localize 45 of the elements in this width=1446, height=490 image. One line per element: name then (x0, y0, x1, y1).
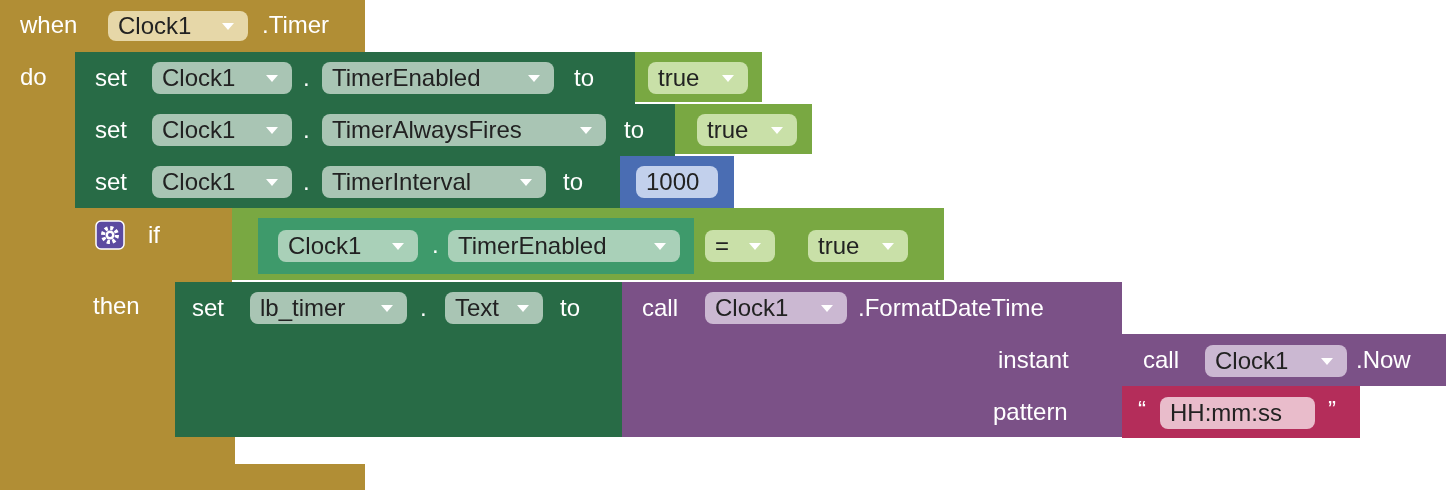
dropdown-field: TimerEnabled (448, 230, 680, 262)
keyword-label: set (95, 168, 127, 196)
keyword-label: . (303, 116, 310, 144)
keyword-label: call (1143, 346, 1179, 374)
dropdown-field: Clock1 (152, 114, 292, 146)
dropdown-field: Clock1 (152, 62, 292, 94)
dropdown-field: Clock1 (705, 292, 847, 324)
keyword-label: if (148, 221, 160, 249)
keyword-label: set (95, 116, 127, 144)
dropdown-field: lb_timer (250, 292, 407, 324)
dropdown-field: TimerAlwaysFires (322, 114, 606, 146)
dropdown-field: Text (445, 292, 543, 324)
keyword-label: set (192, 294, 224, 322)
keyword-label: . (432, 231, 439, 259)
keyword-label: . (303, 64, 310, 92)
dropdown-field: TimerInterval (322, 166, 546, 198)
dropdown-field: true (697, 114, 797, 146)
keyword-label: . (303, 168, 310, 196)
keyword-label: pattern (993, 398, 1068, 426)
text-field: HH:mm:ss (1160, 397, 1315, 429)
keyword-label: instant (998, 346, 1069, 374)
dropdown-field: Clock1 (152, 166, 292, 198)
value-field: 1000 (636, 166, 718, 198)
keyword-label: .Timer (262, 11, 330, 39)
keyword-label: .FormatDateTime (858, 294, 1044, 322)
keyword-label: call (642, 294, 678, 322)
keyword-label: “ (1138, 396, 1146, 424)
keyword-label: to (574, 64, 594, 92)
keyword-label: then (93, 292, 140, 320)
keyword-label: do (20, 63, 47, 91)
keyword-label: . (420, 294, 427, 322)
dropdown-field: Clock1 (278, 230, 418, 262)
dropdown-field: Clock1 (1205, 345, 1347, 377)
keyword-label: to (560, 294, 580, 322)
dropdown-field: true (648, 62, 748, 94)
dropdown-field: = (705, 230, 775, 262)
dropdown-field: true (808, 230, 908, 262)
keyword-label: ” (1328, 396, 1336, 424)
keyword-label: set (95, 64, 127, 92)
keyword-label: to (563, 168, 583, 196)
keyword-label: when (20, 11, 78, 39)
keyword-label: .Now (1356, 346, 1411, 374)
keyword-label: to (624, 116, 644, 144)
dropdown-field: TimerEnabled (322, 62, 554, 94)
dropdown-field: Clock1 (108, 11, 248, 41)
